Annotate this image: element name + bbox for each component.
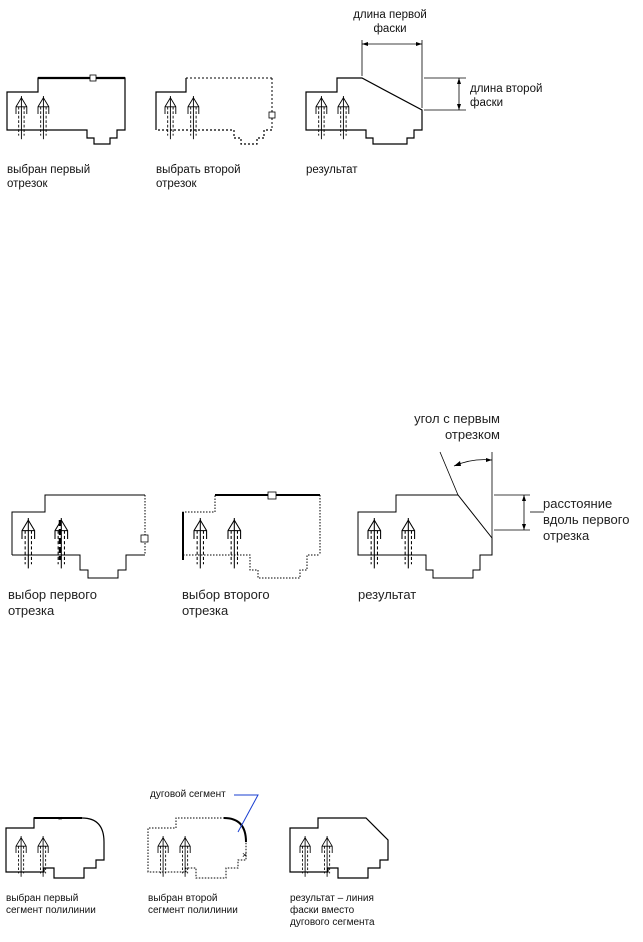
label-line: расстояние [543,496,613,511]
caption-line: отрезка [8,603,55,618]
caption-line: выбор второго [182,587,270,602]
s1-first-chamfer-label: длина первой фаски [345,8,435,36]
s2-diagram-first-selected [11,494,149,579]
s3-arc-segment-label: дуговой сегмент [150,789,226,800]
s1-diagram-second-selected [155,77,276,145]
label-line: фаски [470,97,504,109]
label-line: отрезка [543,528,590,543]
s2-caption-result: результат [358,587,416,603]
label-line: длина первой [353,9,427,21]
s3-diagram-result [289,817,389,879]
caption-line: дугового сегмента [290,917,375,928]
s3-diagram-first-selected: × [5,816,105,879]
caption-line: сегмент полилинии [6,905,96,916]
s2-diagram-result [357,451,544,579]
caption-line: выбор первого [8,587,97,602]
s2-diagram-second-selected [182,491,321,579]
caption-line: отрезок [7,178,48,190]
caption-line: выбрать второй [156,164,241,176]
caption-line: выбран первый [7,164,91,176]
caption-line: отрезка [182,603,229,618]
caption-line: отрезок [156,178,197,190]
caption-line: результат – линия [290,893,374,904]
label-line: фаски [373,23,407,35]
s2-caption-first: выбор первого отрезка [8,587,97,619]
s1-caption-second: выбрать второй отрезок [156,163,241,191]
caption-line: выбран первый [6,893,79,904]
label-line: угол с первым [414,411,500,426]
caption-line: фаски вместо [290,905,355,916]
caption-line: сегмент полилинии [148,905,238,916]
s1-caption-first: выбран первый отрезок [7,163,90,191]
s3-caption-second: выбран второй сегмент полилинии [148,893,238,917]
caption-line: выбран второй [148,893,218,904]
s3-diagram-second-selected: × [147,794,259,879]
s1-caption-result: результат [306,163,358,177]
label-line: вдоль первого [543,512,630,527]
label-line: отрезком [444,427,500,442]
svg-text:×: × [58,816,62,823]
s1-diagram-result [305,40,466,145]
caption-line: результат [306,164,358,176]
s3-caption-first: выбран первый сегмент полилинии [6,893,96,917]
s1-diagram-first-selected [6,74,126,145]
label-line: длина второй [470,83,543,95]
svg-text:×: × [242,850,247,860]
s1-second-chamfer-label: длина второй фаски [470,82,542,110]
s2-distance-label: расстояние вдоль первого отрезка [543,496,629,544]
caption-line: результат [358,587,417,602]
s3-caption-result: результат – линия фаски вместо дугового … [290,893,375,929]
s2-angle-label: угол с первым отрезком [400,411,500,443]
arc-leader-line [234,794,259,833]
s2-caption-second: выбор второго отрезка [182,587,270,619]
